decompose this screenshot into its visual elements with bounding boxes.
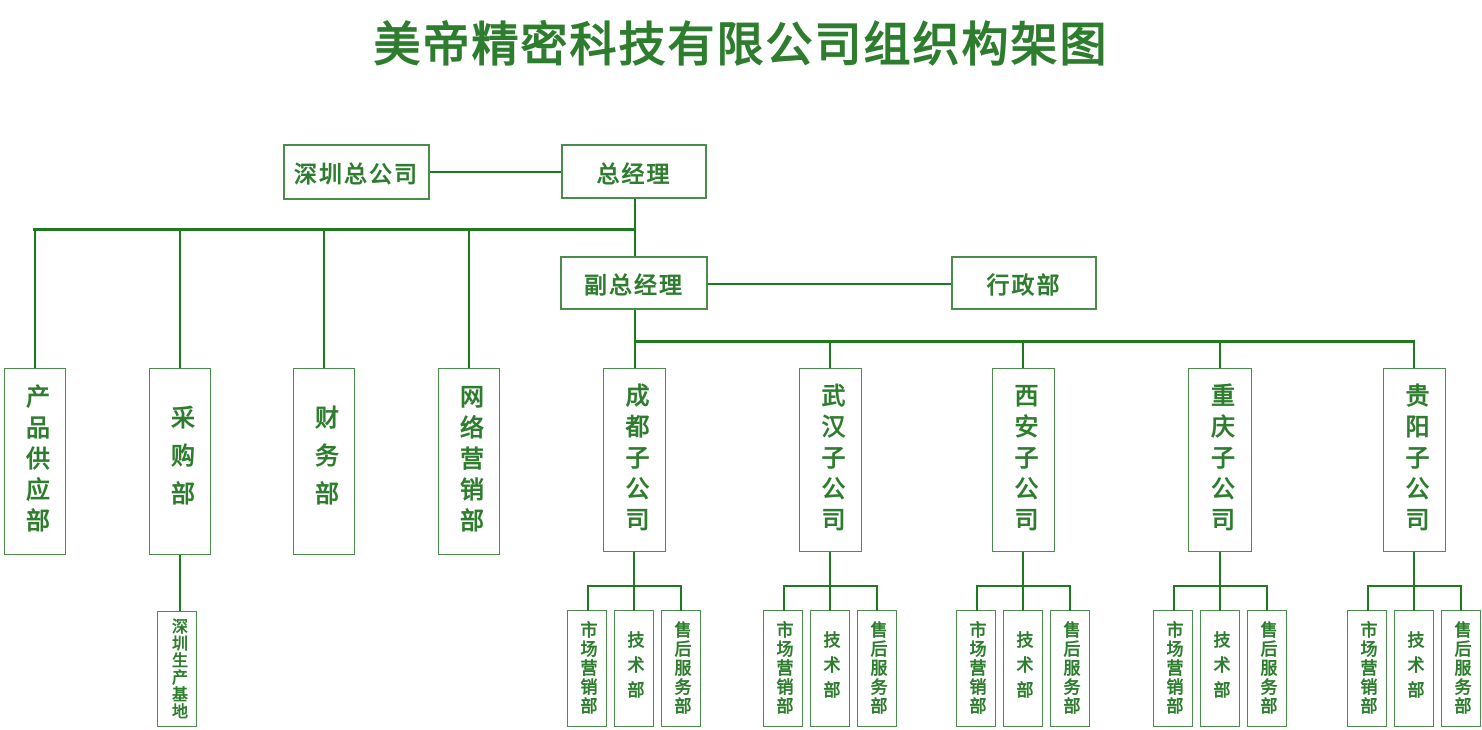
node-shenzhen-production-base: 深圳生产基地 — [157, 611, 197, 727]
node-chengdu-tech-dept: 技术部 — [614, 610, 654, 727]
connector-chongqing-drop-1 — [1173, 586, 1175, 611]
node-xian-tech-dept: 技术部 — [1003, 610, 1043, 727]
connector-purchasing-base — [179, 555, 181, 611]
connector-guiyang-drop-2 — [1413, 586, 1415, 611]
connector-wuhan-drop-2 — [829, 586, 831, 611]
node-deputy-general-manager: 副总经理 — [560, 256, 708, 310]
connector-chongqing-stem — [1219, 552, 1221, 586]
node-xian-aftersales-dept: 售后服务部 — [1050, 610, 1090, 727]
node-guiyang-subsidiary: 贵阳子公司 — [1383, 368, 1446, 552]
chart-title: 美帝精密科技有限公司组织构架图 — [373, 18, 1109, 71]
connector-xian-drop-2 — [1022, 586, 1024, 611]
connector-drop-network-marketing — [468, 228, 470, 368]
connector-dept-bus — [33, 228, 636, 231]
node-guiyang-aftersales-dept: 售后服务部 — [1441, 610, 1481, 727]
connector-chengdu-drop-3 — [680, 586, 682, 611]
connector-chengdu-drop-2 — [633, 586, 635, 611]
node-chengdu-marketing-dept: 市场营销部 — [567, 610, 607, 727]
node-wuhan-aftersales-dept: 售后服务部 — [857, 610, 897, 727]
connector-drop-purchasing — [179, 228, 181, 368]
node-admin-dept: 行政部 — [951, 256, 1097, 310]
node-chongqing-marketing-dept: 市场营销部 — [1153, 610, 1193, 727]
connector-gm-down — [634, 199, 636, 256]
connector-wuhan-drop-3 — [876, 586, 878, 611]
connector-chengdu-drop-1 — [587, 586, 589, 611]
node-xian-subsidiary: 西安子公司 — [992, 368, 1055, 552]
node-chongqing-tech-dept: 技术部 — [1200, 610, 1240, 727]
node-product-supply-dept: 产品供应部 — [4, 368, 66, 555]
connector-wuhan-drop-1 — [783, 586, 785, 611]
node-xian-marketing-dept: 市场营销部 — [956, 610, 996, 727]
connector-xian-drop-1 — [976, 586, 978, 611]
connector-drop-chongqing — [1219, 340, 1221, 368]
node-chongqing-aftersales-dept: 售后服务部 — [1247, 610, 1287, 727]
connector-drop-guiyang — [1413, 340, 1415, 368]
node-chongqing-subsidiary: 重庆子公司 — [1188, 368, 1252, 552]
node-general-manager: 总经理 — [561, 144, 707, 199]
connector-xian-stem — [1022, 552, 1024, 586]
node-guiyang-tech-dept: 技术部 — [1394, 610, 1434, 727]
connector-guiyang-drop-1 — [1367, 586, 1369, 611]
connector-drop-wuhan — [829, 340, 831, 368]
connector-drop-finance — [323, 228, 325, 368]
connector-hq-gm — [430, 171, 561, 173]
connector-chongqing-drop-3 — [1266, 586, 1268, 611]
node-shenzhen-headquarters: 深圳总公司 — [283, 144, 430, 200]
node-wuhan-tech-dept: 技术部 — [810, 610, 850, 727]
connector-chengdu-stem — [633, 552, 635, 586]
connector-dgm-admin — [708, 283, 951, 285]
connector-wuhan-stem — [829, 552, 831, 586]
connector-drop-chengdu — [634, 340, 636, 368]
connector-subsidiary-bus — [634, 340, 1415, 343]
connector-xian-drop-3 — [1069, 586, 1071, 611]
node-guiyang-marketing-dept: 市场营销部 — [1347, 610, 1387, 727]
node-network-marketing-dept: 网络营销部 — [438, 368, 500, 555]
connector-dgm-down — [634, 310, 636, 341]
connector-guiyang-stem — [1413, 552, 1415, 586]
node-chengdu-aftersales-dept: 售后服务部 — [661, 610, 701, 727]
connector-drop-product-supply — [34, 228, 36, 368]
node-chengdu-subsidiary: 成都子公司 — [603, 368, 666, 552]
connector-chongqing-drop-2 — [1219, 586, 1221, 611]
node-finance-dept: 财务部 — [293, 368, 355, 555]
node-purchasing-dept: 采购部 — [149, 368, 211, 555]
node-wuhan-subsidiary: 武汉子公司 — [799, 368, 862, 552]
node-wuhan-marketing-dept: 市场营销部 — [763, 610, 803, 727]
connector-drop-xian — [1022, 340, 1024, 368]
connector-guiyang-drop-3 — [1460, 586, 1462, 611]
